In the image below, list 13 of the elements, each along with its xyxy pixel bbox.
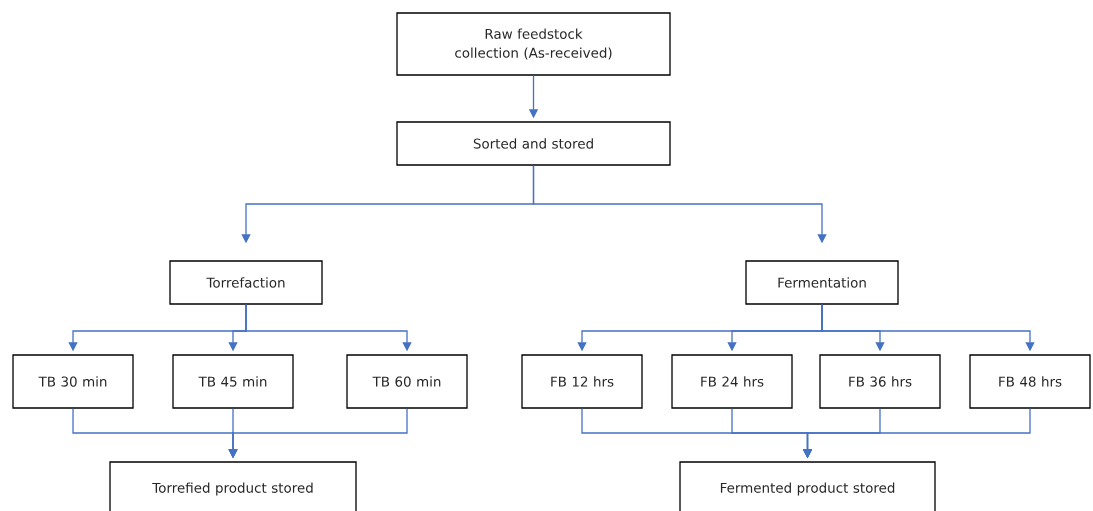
process-box: FB 36 hrs [819,354,941,409]
process-box: FB 48 hrs [969,354,1091,409]
process-box: TB 60 min [346,354,468,409]
process-box: TB 30 min [12,354,134,409]
process-box: Fermentation [745,260,899,305]
process-box: FB 24 hrs [671,354,793,409]
process-box: Fermented product stored [679,461,936,511]
process-box: Torrefaction [169,260,323,305]
process-box: FB 12 hrs [521,354,643,409]
process-box: Raw feedstock collection (As-received) [396,12,671,76]
process-box: Sorted and stored [396,121,671,166]
process-box: Torrefied product stored [109,461,357,511]
process-box: TB 45 min [172,354,294,409]
